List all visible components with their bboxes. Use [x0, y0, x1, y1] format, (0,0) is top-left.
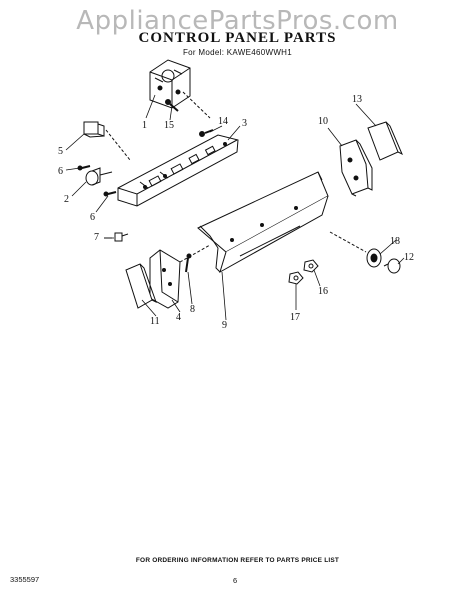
callout-11: 11 — [150, 316, 160, 327]
callout-16: 16 — [318, 286, 328, 297]
nut-part-17 — [288, 271, 304, 285]
callout-9: 9 — [222, 320, 227, 331]
callout-18: 18 — [390, 236, 400, 247]
callout-14: 14 — [218, 116, 228, 127]
watermark: AppliancePartsPros.com — [76, 6, 399, 36]
callout-6b: 6 — [90, 212, 95, 223]
callout-6a: 6 — [58, 166, 63, 177]
control-bracket-part — [117, 134, 239, 207]
end-bracket-part-10 — [339, 139, 373, 197]
screw-part-14 — [199, 129, 214, 137]
callout-5: 5 — [58, 146, 63, 157]
document-number: 3355597 — [10, 575, 40, 584]
callout-10: 10 — [318, 116, 328, 127]
screw-part-8 — [185, 253, 192, 273]
nut-part-16 — [303, 259, 319, 273]
page-number: 6 — [233, 576, 238, 585]
callout-13: 13 — [352, 94, 362, 105]
callout-leaders — [65, 94, 405, 321]
page-title: CONTROL PANEL PARTS — [138, 30, 337, 46]
callout-7: 7 — [94, 232, 99, 243]
callout-8: 8 — [190, 304, 195, 315]
callout-3: 3 — [242, 118, 247, 129]
knob-part-12 — [383, 258, 401, 274]
switch-part — [83, 121, 131, 161]
screw-part-6b — [103, 191, 117, 197]
console-panel-part — [197, 171, 329, 274]
callout-1: 1 — [142, 120, 147, 131]
cover-plate-part-11 — [125, 263, 157, 309]
screw-part-15 — [165, 99, 179, 112]
callout-4: 4 — [176, 312, 181, 323]
cover-plate-part-13 — [367, 121, 403, 161]
callout-17: 17 — [290, 312, 300, 323]
timer-part — [149, 59, 211, 119]
selector-switch-part — [85, 167, 113, 186]
side-bracket-part-4 — [149, 244, 211, 309]
model-subtitle: For Model: KAWE460WWH1 — [183, 48, 292, 57]
clip-part-7 — [104, 232, 129, 242]
callout-12: 12 — [404, 252, 414, 263]
ordering-note: FOR ORDERING INFORMATION REFER TO PARTS … — [135, 557, 340, 564]
knob-bezel-part-18 — [329, 231, 382, 268]
callout-2: 2 — [64, 194, 69, 205]
callout-15: 15 — [164, 120, 174, 131]
